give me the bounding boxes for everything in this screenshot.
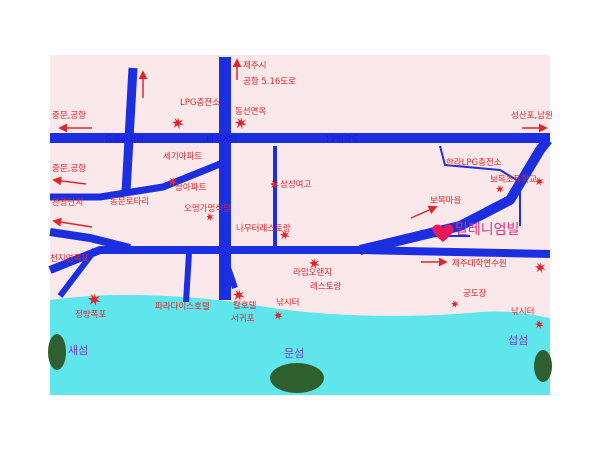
road-to-seongsan xyxy=(358,136,552,255)
road-paradise xyxy=(183,252,192,303)
label-seongsan: 성산포,남원 xyxy=(511,110,553,121)
label-gungdo: 궁도장 xyxy=(463,288,487,299)
arrow-west-tourist xyxy=(52,217,93,228)
label-donghong-rotary: 동문로타리 xyxy=(110,197,149,207)
road-bomok xyxy=(439,145,521,226)
road-jeongbang xyxy=(57,248,98,298)
label-jungmun-2: 중문,공항 xyxy=(52,164,86,174)
road-segi-diagonal xyxy=(50,158,227,201)
road-kal-hotel xyxy=(220,252,238,289)
road-network xyxy=(48,57,552,303)
label-biseok-intersection: 비석거리 xyxy=(206,134,237,145)
road-left-vertical xyxy=(121,67,138,193)
direction-arrows xyxy=(52,58,548,267)
label-lion-1: 라임오랜지 xyxy=(293,267,332,278)
label-hanla-lpg: 한라LPG충전소 xyxy=(446,157,502,168)
label-donghong-intersection: 동홍사거리 xyxy=(105,134,144,145)
label-segi-apt: 세기아파트 xyxy=(163,151,202,162)
label-jeongbang: 정방폭포 xyxy=(75,309,106,320)
island-munseom xyxy=(270,363,324,393)
label-fishing-2: 낚시터 xyxy=(511,307,534,317)
arrow-west-jungmun-2 xyxy=(52,176,87,186)
island-saeseom xyxy=(48,334,66,370)
road-south-main xyxy=(48,246,551,274)
island-seopseom xyxy=(534,350,552,382)
label-natural: 나무터레스토랑 xyxy=(236,223,291,234)
label-tourist: 관광단지 xyxy=(52,197,83,208)
map-labels: 제주시 공항 5.16도로 LPG충전소 동선면옥 중문,공항 동홍사거리 비석… xyxy=(50,61,553,360)
arrow-bomok xyxy=(410,205,438,219)
label-sama-apt: 삼아파트 xyxy=(175,182,206,193)
label-bomok-village: 보목마을 xyxy=(430,196,461,206)
label-seopseom: 섭섬 xyxy=(508,334,528,347)
label-jungmun-1: 중문,공항 xyxy=(52,111,86,121)
road-tourist-complex xyxy=(49,228,131,252)
label-route-12: 12번국도 xyxy=(325,135,359,145)
label-omyeonga: 오멍가멍식당 xyxy=(184,203,231,214)
label-lion-2: 레스토랑 xyxy=(310,281,341,292)
label-dongseon: 동선면옥 xyxy=(235,106,266,117)
label-millennium: 밀레니엄빌 xyxy=(455,222,519,238)
label-lpg-station: LPG충전소 xyxy=(180,97,220,108)
label-saeseom: 새섬 xyxy=(68,344,88,357)
label-jeju-univ: 제주대학연수원 xyxy=(452,258,507,269)
sea-area xyxy=(50,294,550,395)
label-cheonjiyeon: 천지연폭포 xyxy=(50,253,89,264)
label-jeju-city: 제주시 xyxy=(243,61,266,71)
label-paradise: 파라다이스호텔 xyxy=(155,301,210,312)
label-kal-1: 칼호텔 xyxy=(233,300,257,311)
label-kal-2: 서귀포 xyxy=(231,313,255,324)
label-samsung: 삼성여고 xyxy=(280,179,311,190)
label-airport-road: 공항 5.16도로 xyxy=(243,77,296,87)
heart-icon xyxy=(432,224,454,242)
road-millennium xyxy=(389,235,470,242)
label-bomok-school: 보목초등학교 xyxy=(490,174,537,185)
label-munseom: 문섬 xyxy=(284,347,304,360)
label-fishing: 낚시터 xyxy=(276,298,299,308)
